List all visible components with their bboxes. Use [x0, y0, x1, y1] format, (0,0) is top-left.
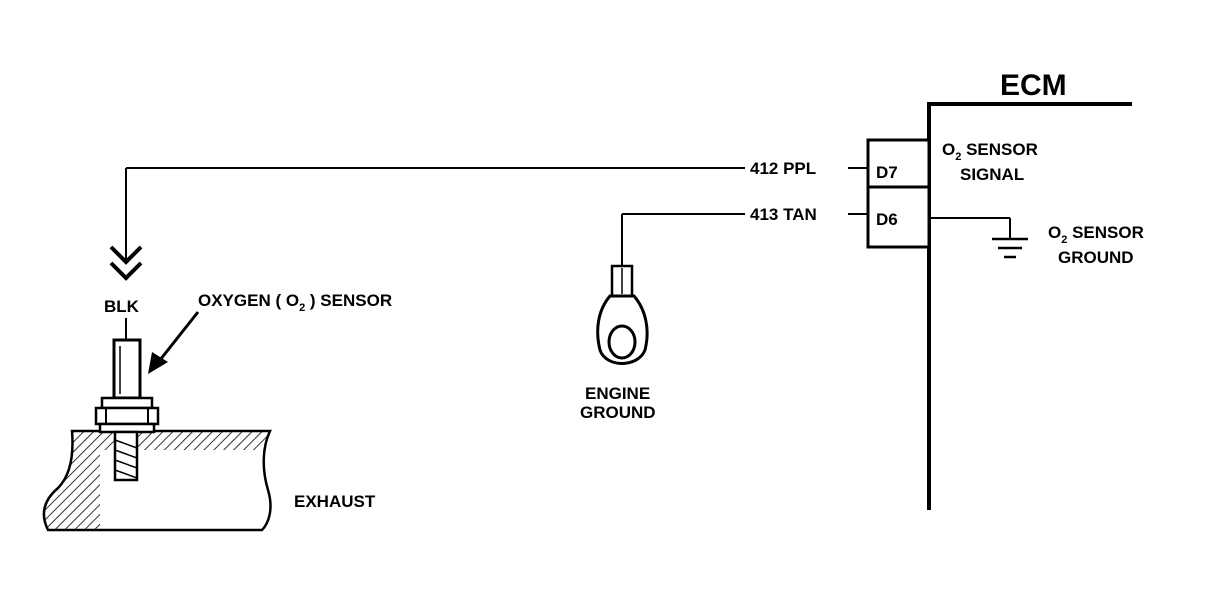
ring-terminal-icon: [596, 264, 649, 365]
ground-wire-label: 413 TAN: [750, 205, 817, 224]
signal-wire-label: 412 PPL: [750, 159, 816, 178]
engine-ground-label: ENGINE GROUND: [580, 384, 656, 422]
ecm-block: ECM: [927, 69, 1132, 510]
exhaust-pipe: [42, 429, 272, 532]
o2-sensor-signal-label: O2 SENSOR SIGNAL: [942, 140, 1038, 184]
ecm-title: ECM: [1000, 69, 1067, 102]
pointer-arrow-icon: [148, 311, 200, 374]
chevron-connector-icon: [109, 245, 143, 281]
svg-text:ENGINE: ENGINE: [585, 384, 650, 403]
svg-text:SIGNAL: SIGNAL: [960, 165, 1024, 184]
oxygen-sensor-icon: [94, 338, 160, 482]
svg-text:OXYGEN ( O2 ) SENSOR: OXYGEN ( O2 ) SENSOR: [198, 291, 392, 314]
svg-text:O2 SENSOR: O2 SENSOR: [942, 140, 1038, 163]
pin-d7: D7: [866, 138, 931, 189]
ecm-ground-symbol: [929, 217, 1028, 259]
pin-d7-label: D7: [876, 163, 898, 182]
oxygen-sensor-label: OXYGEN ( O2 ) SENSOR: [198, 291, 392, 314]
pin-d6-label: D6: [876, 210, 898, 229]
svg-text:O2 SENSOR: O2 SENSOR: [1048, 223, 1144, 246]
exhaust-label: EXHAUST: [294, 492, 376, 511]
signal-wire: 412 PPL: [125, 159, 868, 262]
pin-d6: D6: [866, 185, 931, 249]
connector-color-label: BLK: [104, 297, 140, 316]
ground-wire: 413 TAN: [621, 205, 868, 266]
svg-text:GROUND: GROUND: [580, 403, 656, 422]
svg-text:GROUND: GROUND: [1058, 248, 1134, 267]
o2-sensor-ground-label: O2 SENSOR GROUND: [1048, 223, 1144, 267]
